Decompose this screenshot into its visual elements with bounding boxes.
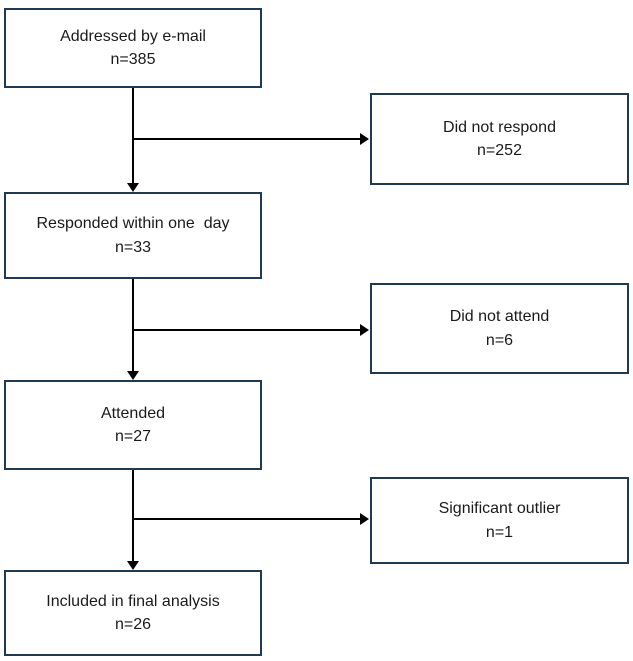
node-count: n=1 — [485, 523, 514, 541]
flow-box-attended: Attended n=27 — [4, 380, 262, 470]
arrow-down-icon — [127, 371, 139, 380]
connector-horizontal-significant-outlier — [133, 518, 361, 520]
node-count: n=6 — [485, 331, 514, 349]
node-label: Significant outlier — [438, 500, 561, 518]
arrow-down-icon — [127, 183, 139, 192]
node-count: n=385 — [110, 51, 156, 68]
arrow-right-icon — [360, 324, 369, 336]
flow-box-did-not-respond: Did not respond n=252 — [370, 93, 629, 185]
connector-horizontal-did-not-respond — [133, 138, 361, 140]
flow-box-included-final-analysis: Included in final analysis n=26 — [4, 570, 262, 656]
flow-box-significant-outlier: Significant outlier n=1 — [370, 477, 629, 564]
node-label: Included in final analysis — [46, 592, 220, 610]
node-label: Attended — [100, 404, 166, 422]
connector-horizontal-did-not-attend — [133, 329, 361, 331]
connector-vertical-responded-attended — [132, 279, 134, 371]
node-label: Did not respond — [443, 118, 556, 136]
node-label: Did not attend — [449, 308, 550, 326]
flow-box-responded: Responded within one day n=33 — [4, 192, 262, 279]
flow-box-did-not-attend: Did not attend n=6 — [370, 283, 629, 374]
node-label: Responded within one day — [36, 215, 230, 233]
node-count: n=27 — [114, 428, 152, 445]
node-count: n=33 — [114, 238, 152, 256]
arrow-right-icon — [360, 513, 369, 525]
flow-box-addressed: Addressed by e-mail n=385 — [4, 8, 262, 88]
node-label: Addressed by e-mail — [60, 27, 206, 45]
node-count: n=252 — [477, 142, 522, 159]
node-count: n=26 — [114, 616, 152, 633]
connector-vertical-attended-included — [132, 470, 134, 561]
connector-vertical-addressed-responded — [132, 88, 134, 185]
arrow-right-icon — [360, 133, 369, 145]
arrow-down-icon — [127, 561, 139, 570]
